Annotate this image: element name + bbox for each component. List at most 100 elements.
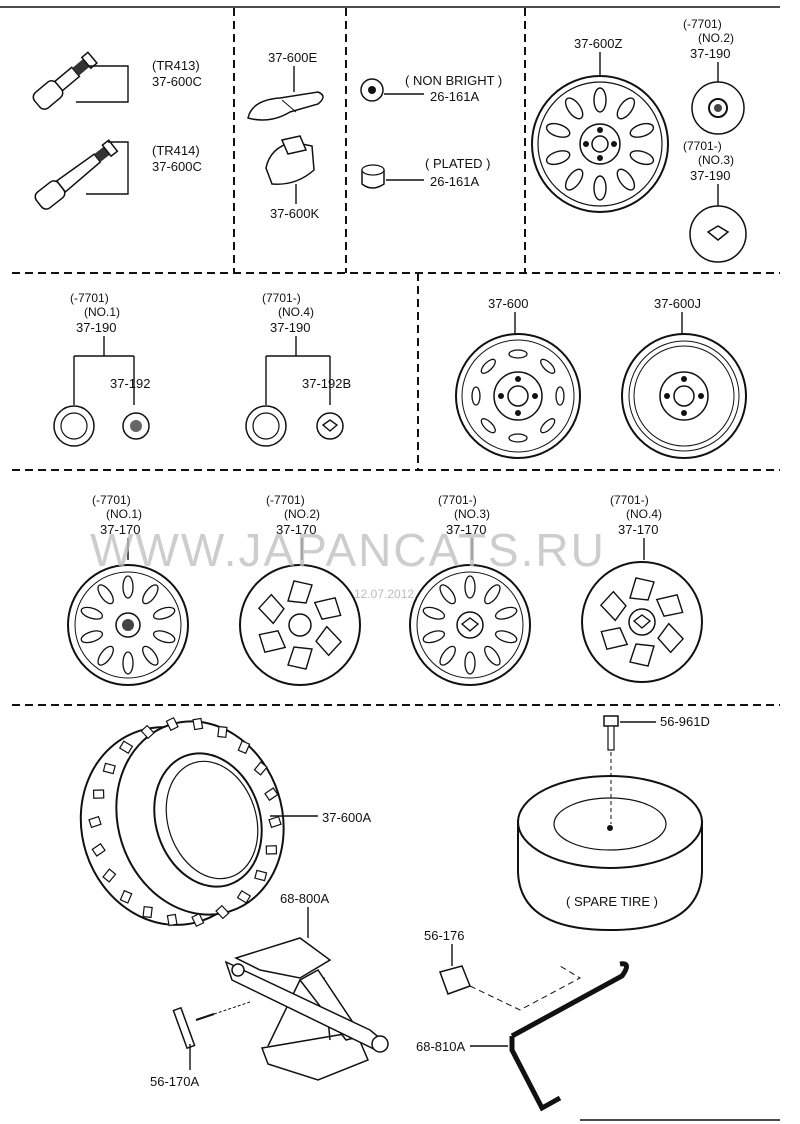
cover-slot [122, 651, 134, 675]
cap-no3-range: (7701-) [683, 139, 722, 153]
steel-slot [480, 418, 496, 434]
wheel-cover-no3: (7701-) (NO.3) 37-170 [409, 493, 531, 686]
cover-slot [80, 630, 104, 644]
alloy-spoke-hole [629, 122, 655, 138]
bolt-code: 56-961D [660, 714, 710, 729]
handle-code: 68-810A [416, 1039, 465, 1054]
lug-hole [515, 410, 521, 416]
orn-no1-code: 37-190 [76, 320, 116, 335]
tr413-code: 37-600C [152, 74, 202, 89]
clip-code: 56-176 [424, 928, 464, 943]
steel-slot [555, 386, 565, 406]
cover-slot [494, 606, 518, 620]
cover-no4-num: (NO.4) [626, 507, 662, 521]
steel-slot [480, 358, 496, 374]
jack-code: 68-800A [280, 891, 329, 906]
cover-slot [464, 575, 476, 599]
tread-block [166, 913, 178, 927]
cover-slot [439, 645, 456, 666]
pin-code: 56-170A [150, 1074, 199, 1089]
nut-non-bright-spec: ( NON BRIGHT ) [405, 73, 502, 88]
orn-no4-range: (7701-) [262, 291, 301, 305]
jack-handle: 56-176 68-810A [416, 928, 629, 1112]
steel-slot [540, 418, 556, 434]
cover-slot [142, 584, 159, 605]
cover-window [315, 625, 343, 657]
lug-hole [583, 141, 589, 147]
center-cap-no3: (7701-) (NO.3) 37-190 [683, 139, 747, 263]
cover-no1-num: (NO.1) [106, 507, 142, 521]
cover-no3-num: (NO.3) [454, 507, 490, 521]
tread-block [191, 912, 205, 928]
spare-tire-label: ( SPARE TIRE ) [566, 894, 658, 909]
steel-slot [540, 358, 556, 374]
alloy-spoke-hole [564, 168, 584, 191]
tread-block [236, 889, 252, 904]
lug-hole [515, 376, 521, 382]
lug-hole [597, 155, 603, 161]
cover-no1-range: (-7701) [92, 493, 131, 507]
alloy-wheel: 37-600Z [531, 36, 669, 213]
cap-no2-range: (-7701) [683, 17, 722, 31]
alloy-spoke-hole [616, 168, 636, 191]
tread-block [265, 845, 278, 855]
alloy-spoke-hole [616, 97, 636, 120]
weight-bottom-code: 37-600K [270, 206, 319, 221]
alloy-spoke-hole [629, 150, 655, 166]
steel-wheel-standard: 37-600 [455, 296, 581, 459]
cover-no2-num: (NO.2) [284, 507, 320, 521]
weight-top-icon [247, 91, 324, 121]
cover-slot [439, 584, 456, 605]
wheel-cover-no4: (7701-) (NO.4) 37-170 [581, 493, 703, 683]
steel-wheel-code: 37-600 [488, 296, 528, 311]
cover-slot [97, 584, 114, 605]
orn-no1-num: (NO.1) [84, 305, 120, 319]
lug-hole [681, 410, 687, 416]
orn-no4-sub: 37-192B [302, 376, 351, 391]
cap-no3-code: 37-190 [690, 168, 730, 183]
orn-no1-sub: 37-192 [110, 376, 150, 391]
wheel-cover-no2: (-7701) (NO.2) 37-170 [239, 493, 361, 686]
alloy-spoke-hole [593, 175, 607, 201]
cover-window [313, 596, 342, 620]
leader-tr413 [76, 65, 129, 103]
lug-hole [597, 127, 603, 133]
lug-hole [664, 393, 670, 399]
ornament-no1: (-7701) (NO.1) 37-190 37-192 [53, 291, 150, 447]
lug-hole [611, 141, 617, 147]
cap-no2-num: (NO.2) [698, 31, 734, 45]
tread-block [118, 740, 134, 755]
wheel-cover-no1: (-7701) (NO.1) 37-170 [67, 493, 189, 686]
tread-block [140, 724, 155, 740]
handle-icon [510, 961, 629, 1039]
lug-hole [681, 376, 687, 382]
valve-tr413: (TR413) 37-600C [32, 51, 202, 110]
tread-block [165, 716, 179, 732]
cover-slot [494, 630, 518, 644]
tr414-spec: (TR414) [152, 143, 200, 158]
tread-block [217, 725, 228, 739]
alloy-spoke-hole [593, 87, 607, 113]
leader-tr414 [86, 141, 129, 195]
alloy-spoke-hole [545, 122, 571, 138]
tread-block [215, 904, 230, 920]
leader-orn-no4 [265, 336, 331, 405]
steel-wheel-spare: 37-600J [621, 296, 747, 459]
cap-no3-icon [689, 205, 747, 263]
cover-slot [422, 630, 446, 644]
tread-block [254, 869, 268, 882]
cover-no3-code: 37-170 [446, 522, 486, 537]
cap-no2-code: 37-190 [690, 46, 730, 61]
cover-slot [97, 645, 114, 666]
tread-block [142, 905, 153, 919]
nut-non-bright: ( NON BRIGHT ) 26-161A [360, 73, 502, 104]
tread-block [264, 787, 279, 802]
steel-slot [508, 349, 528, 359]
cover-window [629, 643, 655, 667]
orn-no4-code: 37-190 [270, 320, 310, 335]
cover-window [599, 590, 627, 622]
lug-hole [532, 393, 538, 399]
cover-slot [464, 651, 476, 675]
jack: 68-800A 56-170A [150, 891, 389, 1089]
tr414-code: 37-600C [152, 159, 202, 174]
